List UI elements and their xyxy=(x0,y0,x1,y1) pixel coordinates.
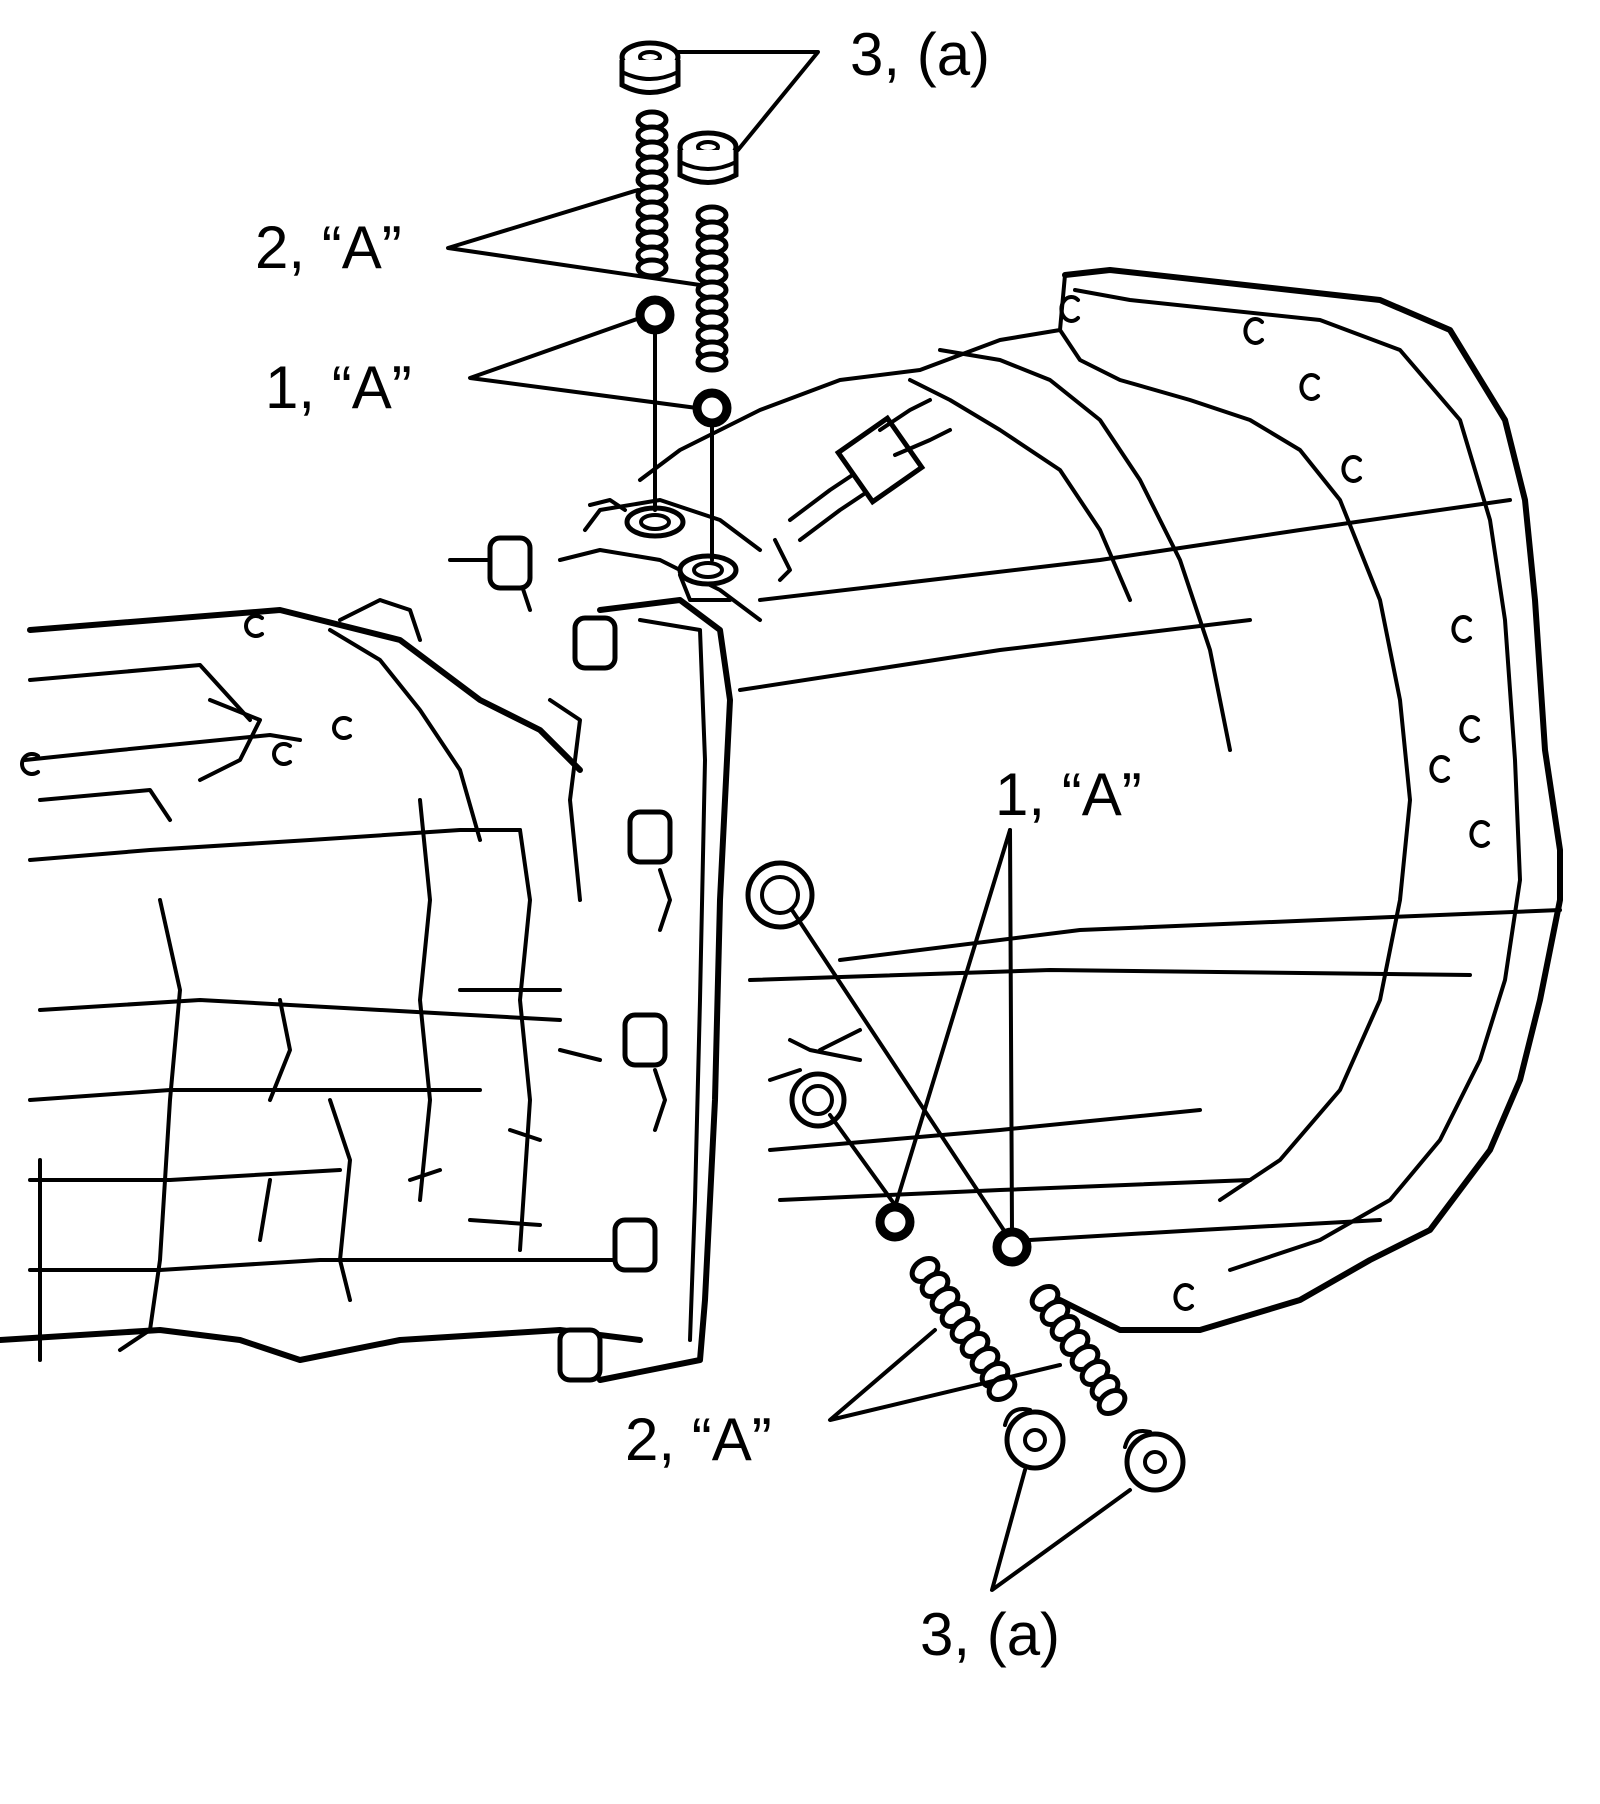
breather-connector xyxy=(773,398,952,582)
callout-labels: 3, (a) 2, “A” 1, “A” 1, “A” 2, “A” 3, (a… xyxy=(255,21,1142,1668)
gearbox-body xyxy=(0,558,643,1363)
flange-bolts xyxy=(487,535,673,1383)
bell-housing-holes xyxy=(1059,295,1490,1311)
adapter-flange xyxy=(558,498,762,1383)
label-top-plug: 3, (a) xyxy=(850,21,990,88)
leader-lines xyxy=(446,50,1132,1592)
label-bottom-plug: 3, (a) xyxy=(920,1601,1060,1668)
bottom-spring-2 xyxy=(1029,1284,1128,1416)
transmission-case xyxy=(0,267,1563,1383)
top-plug-1 xyxy=(619,40,681,95)
bottom-spring-1 xyxy=(909,1256,1018,1402)
label-bottom-spring: 2, “A” xyxy=(625,1406,772,1473)
top-plug-2 xyxy=(677,130,739,185)
top-spring-1 xyxy=(635,109,669,279)
bottom-plug-1 xyxy=(1003,1407,1066,1471)
label-side-ball: 1, “A” xyxy=(995,761,1142,828)
bottom-ball-2 xyxy=(992,1227,1032,1267)
bottom-plug-2 xyxy=(1123,1429,1186,1493)
bottom-ball-1 xyxy=(875,1202,915,1242)
top-spring-2 xyxy=(695,204,729,373)
label-top-spring: 2, “A” xyxy=(255,214,402,281)
top-exploded-parts xyxy=(619,40,739,562)
side-plug-bosses xyxy=(745,860,862,1129)
top-plug-bosses xyxy=(588,498,739,602)
bottom-exploded-parts xyxy=(790,908,1186,1493)
label-top-ball: 1, “A” xyxy=(265,354,412,421)
top-ball-1 xyxy=(635,295,675,335)
top-ball-2 xyxy=(692,388,732,428)
